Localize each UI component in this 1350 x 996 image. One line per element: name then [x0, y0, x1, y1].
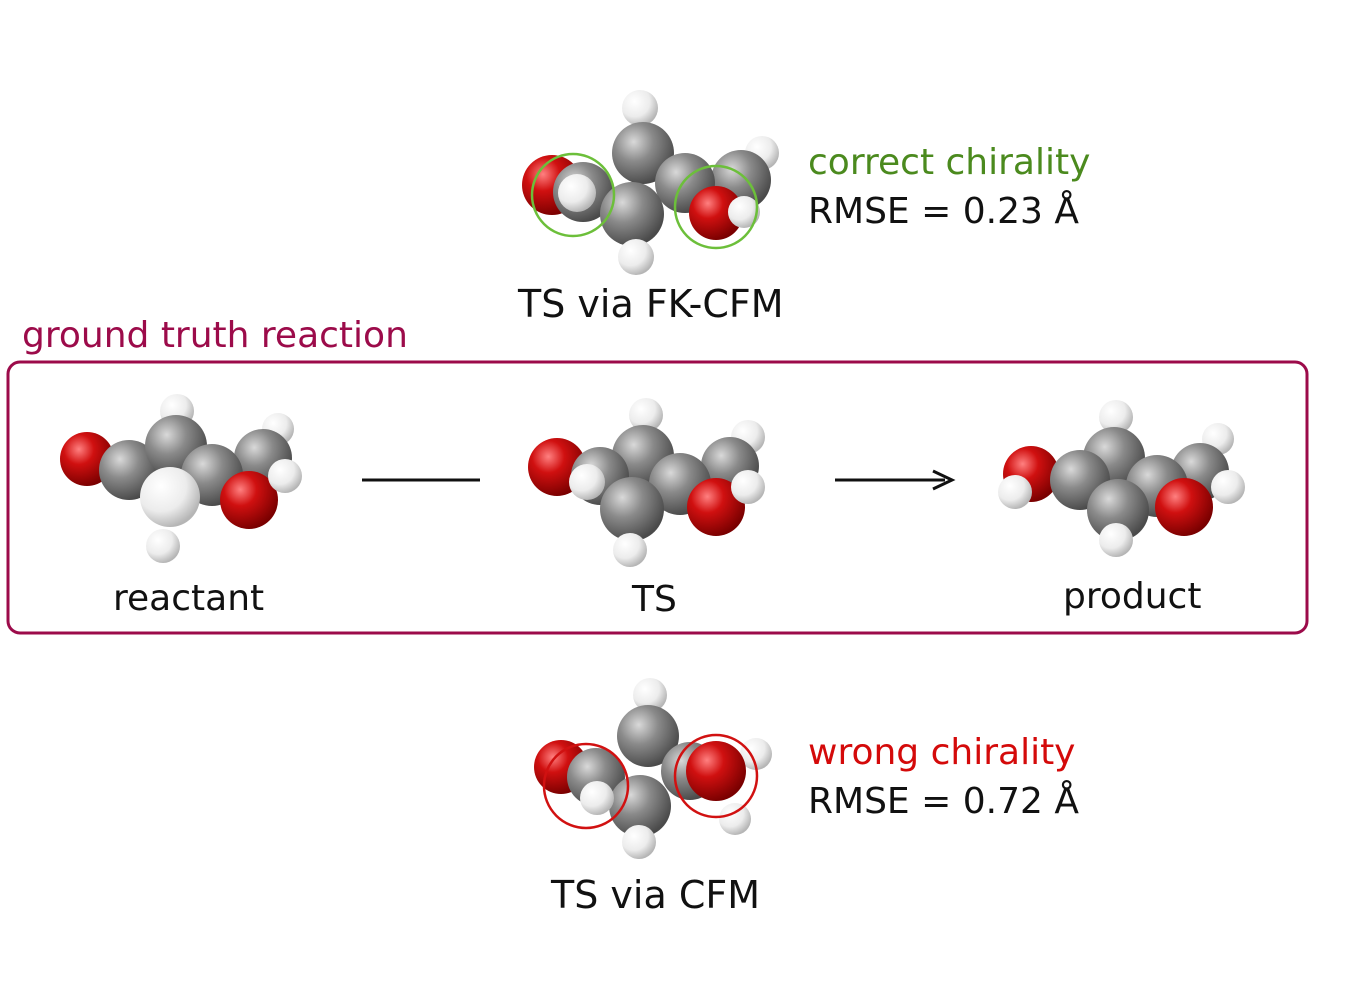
top-rmse: RMSE = 0.23 Å: [808, 191, 1079, 232]
bottom-rmse: RMSE = 0.72 Å: [808, 781, 1079, 822]
ts-label: TS: [632, 579, 677, 620]
correct-highlight-circle-right: [673, 164, 759, 250]
top-caption: TS via FK-CFM: [518, 282, 784, 326]
bottom-status: wrong chirality: [808, 732, 1076, 773]
molecule-ts-fkcfm: [522, 90, 779, 275]
top-status: correct chirality: [808, 142, 1091, 183]
molecule-ts: [528, 398, 765, 567]
wrong-highlight-circle-left: [542, 742, 630, 830]
correct-highlight-circle-left: [530, 152, 616, 238]
wrong-highlight-circle-right: [673, 733, 759, 819]
ground-truth-title: ground truth reaction: [22, 315, 408, 356]
ground-truth-frame: [6, 360, 1309, 635]
reactant-label: reactant: [113, 578, 265, 619]
molecule-product: [998, 400, 1245, 557]
reaction-arrow-icon: [835, 469, 956, 491]
molecule-reactant: [60, 394, 302, 563]
bottom-caption: TS via CFM: [551, 873, 760, 917]
product-label: product: [1063, 576, 1202, 617]
molecule-ts-cfm: [534, 678, 772, 859]
